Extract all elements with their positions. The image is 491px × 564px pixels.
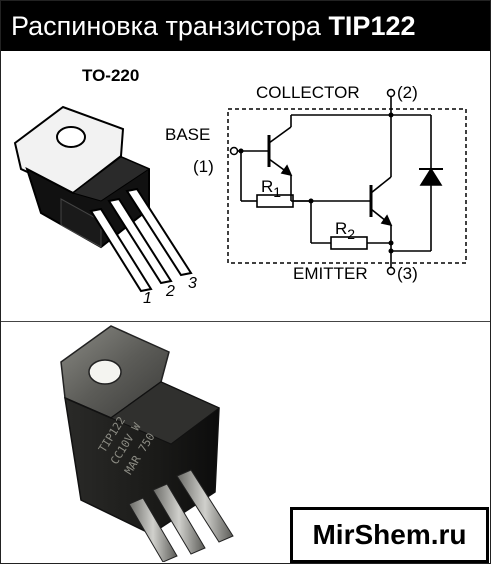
base-terminal	[229, 146, 239, 156]
pinout-diagram-panel	[1, 51, 490, 322]
title-prefix: Распиновка транзистора	[11, 11, 321, 41]
to220-package-illustration	[13, 105, 193, 293]
collector-label: COLLECTOR	[256, 83, 360, 102]
collector-junction-dot	[388, 112, 394, 118]
emitter-terminal	[386, 266, 396, 276]
collector-pin-label: (2)	[397, 83, 418, 102]
transistor-photo	[60, 325, 234, 562]
emitter-pin-label: (3)	[397, 264, 418, 283]
collector-terminal	[386, 88, 396, 98]
page-title: Распиновка транзистора TIP122	[1, 1, 490, 51]
pin-number-3: 3	[188, 275, 197, 292]
darlington-schematic	[237, 95, 443, 269]
package-label: TO-220	[82, 66, 140, 85]
r2-junction-dot	[388, 240, 394, 246]
pin-number-1: 1	[143, 290, 152, 307]
title-part-number: TIP122	[328, 11, 416, 41]
darlington-dashed-boundary	[227, 108, 467, 264]
base-junction-dot	[238, 148, 244, 154]
base-label: BASE	[165, 125, 211, 144]
pinout-drawing	[13, 88, 467, 293]
r1-label: R	[261, 177, 274, 196]
emitter-junction-dot	[388, 248, 394, 254]
r2-subscript: 2	[347, 226, 356, 242]
watermark-badge: MirShem.ru	[290, 507, 489, 563]
emitter-label: EMITTER	[293, 264, 368, 283]
r1-subscript: 1	[273, 184, 282, 200]
base-pin-label: (1)	[193, 157, 214, 176]
pin-number-2: 2	[166, 283, 175, 300]
r2-label: R	[335, 219, 348, 238]
q2-base-junction-dot	[308, 198, 314, 204]
photo-transistor-body	[60, 325, 234, 562]
